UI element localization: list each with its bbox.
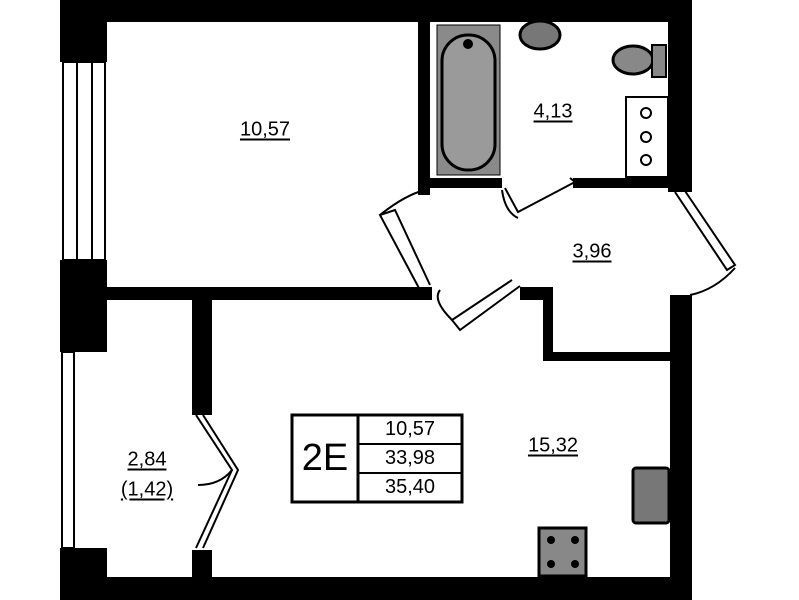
total-area-value: 33,98	[384, 447, 436, 469]
window-room	[62, 61, 106, 261]
door-bathroom[interactable]	[504, 177, 577, 214]
kitchen-living-area: 15,32	[527, 434, 579, 457]
door-room[interactable]	[378, 208, 431, 291]
balcony-wall-bottom	[192, 550, 212, 577]
balcony-area: 2,84	[127, 448, 167, 471]
top-wall	[60, 0, 692, 22]
kitchen-wall-vertical	[543, 287, 553, 360]
total-with-balcony-value: 35,40	[384, 476, 436, 498]
left-pillar-top	[60, 0, 107, 62]
bathroom-area: 4,13	[533, 100, 573, 123]
balcony-pillar-top	[60, 300, 107, 352]
balcony-reduced-area: (1,42)	[120, 478, 174, 501]
kitchen-wall-horizontal	[543, 352, 673, 361]
room-bath-wall	[418, 22, 430, 195]
bath-bottom-wall	[430, 178, 502, 188]
right-wall-bottom	[670, 295, 692, 600]
doors	[195, 177, 737, 549]
door-entrance[interactable]	[674, 187, 737, 272]
right-wall-top	[668, 0, 692, 192]
middle-wall	[60, 287, 432, 300]
room-area: 10,57	[239, 118, 291, 141]
door-kitchen[interactable]	[450, 279, 521, 332]
walls	[60, 0, 692, 600]
balcony-wall-top	[192, 300, 212, 415]
sink-icon	[518, 19, 562, 51]
window-balcony	[61, 351, 75, 549]
living-area-value: 10,57	[384, 418, 436, 440]
hallway-area: 3,96	[572, 240, 612, 263]
apartment-type: 2E	[301, 437, 349, 479]
bath-bottom-wall-right	[573, 178, 673, 188]
stove-icon	[537, 526, 588, 578]
info-box	[290, 413, 464, 504]
washer-icon	[625, 96, 669, 178]
bottom-wall	[60, 577, 692, 600]
kitchen-sink-icon	[631, 466, 671, 525]
fixtures	[436, 19, 671, 578]
toilet-icon	[611, 44, 655, 76]
door-balcony[interactable]	[195, 414, 234, 549]
windows	[61, 61, 106, 549]
